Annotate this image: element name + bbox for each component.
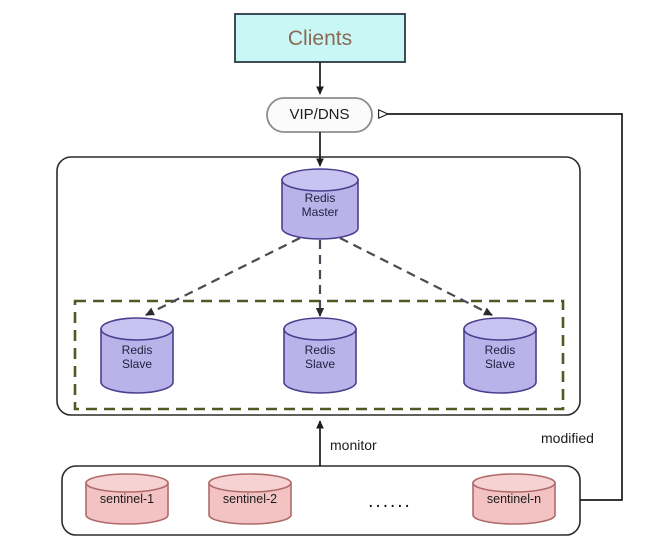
redis-cluster-container [56, 156, 581, 416]
clients-box [234, 13, 406, 63]
sentinel-cylinder-n [472, 473, 556, 525]
sentinel-cylinder-1 [85, 473, 169, 525]
vip-dns-pill [266, 97, 373, 133]
redis-master-cylinder [281, 168, 359, 240]
redis-slave-cylinder-2 [283, 317, 357, 394]
edge-sentinel-modifies-vip [378, 109, 623, 501]
sentinel-cylinder-2 [208, 473, 292, 525]
edge-master-to-slave-1 [145, 237, 301, 316]
redis-slave-cylinder-3 [463, 317, 537, 394]
redis-slave-cylinder-1 [100, 317, 174, 394]
edge-master-to-slave-3 [339, 237, 493, 316]
